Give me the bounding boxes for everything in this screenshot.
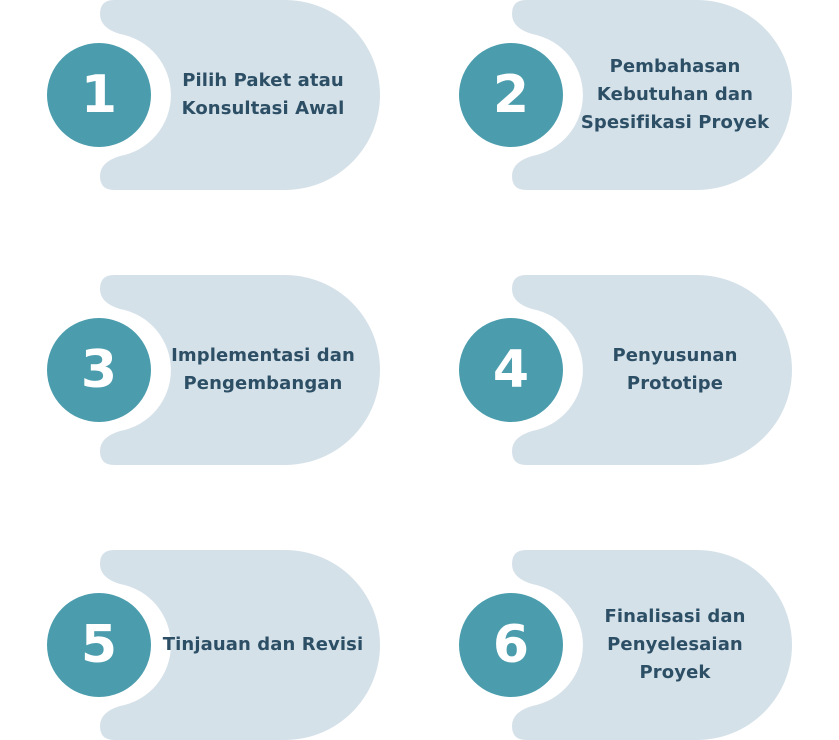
step-shape (512, 550, 792, 740)
step-label: Pembahasan Kebutuhan dan Spesifikasi Pro… (580, 56, 770, 133)
step-4: 4 Penyusunan Prototipe (412, 275, 792, 465)
step-label: Finalisasi dan Penyelesaian Proyek (604, 606, 746, 683)
step-5: 5 Tinjauan dan Revisi (0, 550, 380, 740)
step-number-badge: 6 (459, 593, 563, 697)
step-number-badge: 2 (459, 43, 563, 147)
step-shape (100, 275, 380, 465)
step-shape (512, 275, 792, 465)
step-number-badge: 3 (47, 318, 151, 422)
step-number-badge: 1 (47, 43, 151, 147)
step-number-badge: 4 (459, 318, 563, 422)
step-shape (512, 0, 792, 190)
step-6: 6 Finalisasi dan Penyelesaian Proyek (412, 550, 792, 740)
step-2: 2 Pembahasan Kebutuhan dan Spesifikasi P… (412, 0, 792, 190)
step-label: Pilih Paket atau Konsultasi Awal (181, 70, 345, 119)
step-shape (100, 550, 380, 740)
step-label: Tinjauan dan Revisi (162, 634, 364, 655)
step-label: Penyusunan Prototipe (612, 345, 738, 394)
step-shape (100, 0, 380, 190)
step-number-badge: 5 (47, 593, 151, 697)
step-label: Implementasi dan Pengembangan (171, 345, 355, 394)
step-3: 3 Implementasi dan Pengembangan (0, 275, 380, 465)
step-1: 1 Pilih Paket atau Konsultasi Awal (0, 0, 380, 190)
